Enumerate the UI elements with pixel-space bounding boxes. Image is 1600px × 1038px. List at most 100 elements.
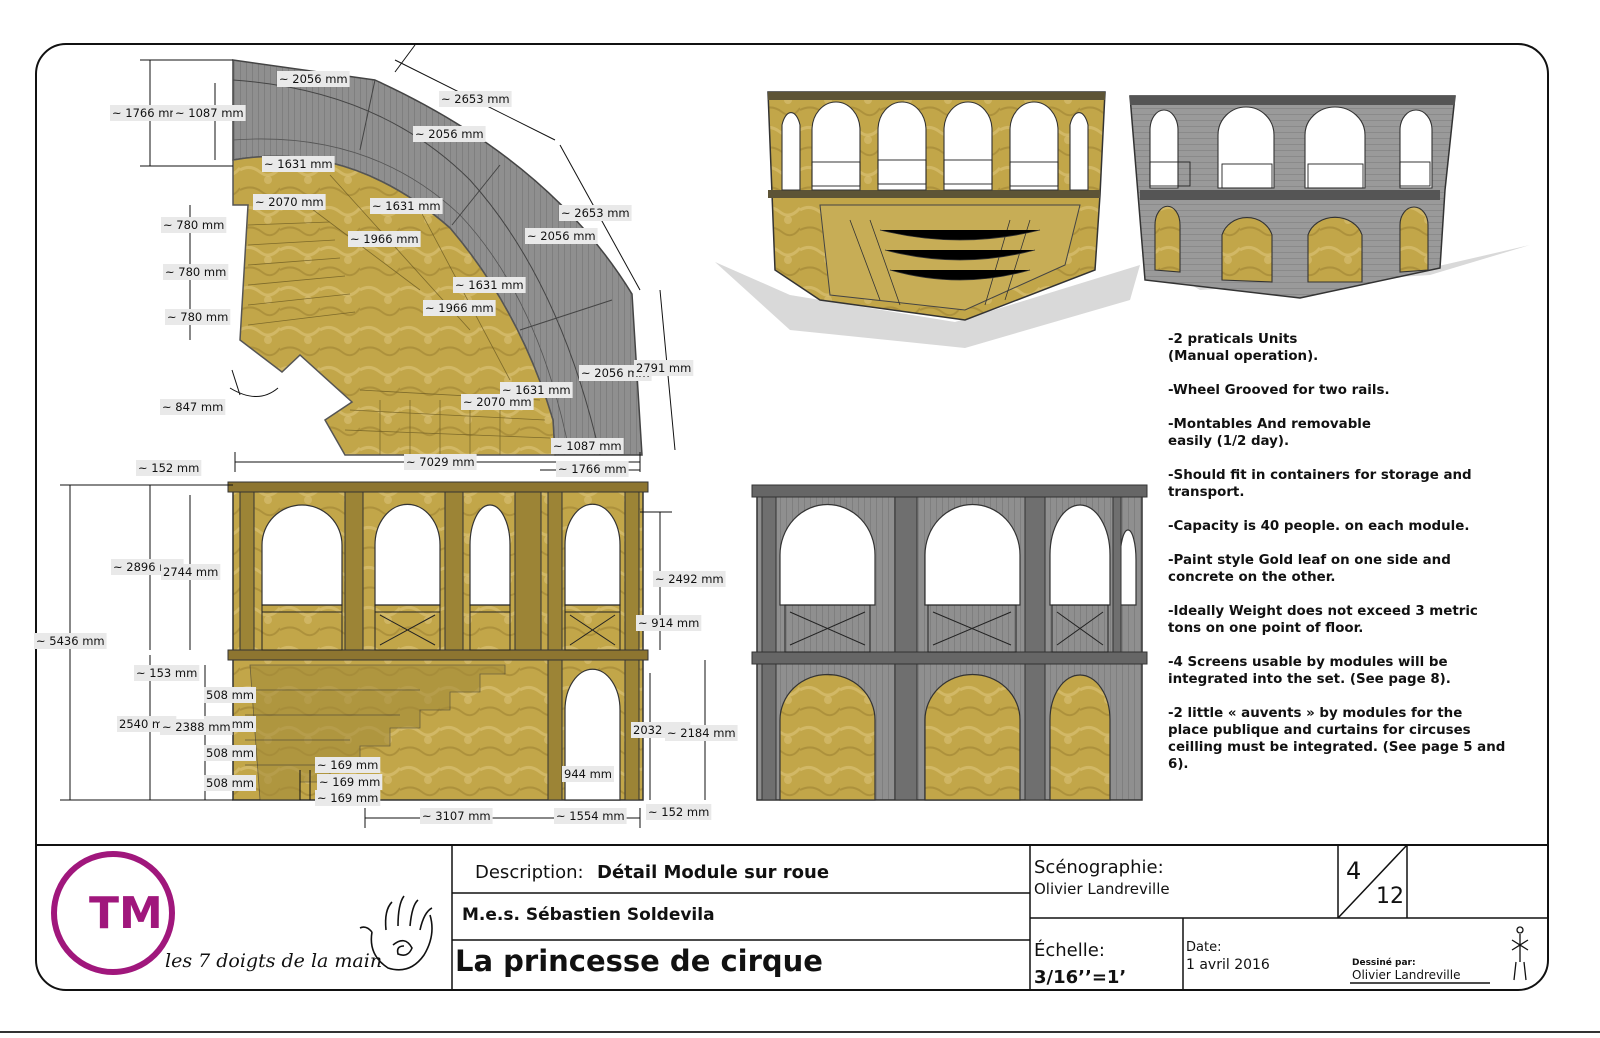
- dimension-label-bg: [559, 205, 632, 221]
- dimension-label-bg: [317, 774, 383, 790]
- dimension-label: ~ 914 mm: [638, 616, 699, 630]
- dimension-label-bg: [370, 198, 443, 214]
- dimension-label-bg: [204, 687, 257, 703]
- dimension-label: ~ 1966 mm: [425, 301, 494, 315]
- dimension-label-bg: [461, 394, 534, 410]
- dimension-label: ~ 1631 mm: [502, 383, 571, 397]
- company-caption: les 7 doigts de la main: [165, 950, 383, 972]
- dimension-label: 508 mm: [206, 776, 254, 790]
- dimension-label: ~ 2653 mm: [441, 92, 510, 106]
- dimension-label: 508 mm: [206, 746, 254, 760]
- dimension-label: ~ 169 mm: [317, 791, 378, 805]
- dimension-label: ~ 153 mm: [136, 666, 197, 680]
- dimension-label: ~ 2056 mm: [581, 366, 650, 380]
- front-elevation-concrete: [751, 484, 1148, 801]
- scale-value: 3/16’’=1’: [1034, 967, 1127, 988]
- dimension-label: ~ 780 mm: [163, 218, 224, 232]
- tm-logo-circle: [51, 851, 175, 975]
- dimension-label-bg: [253, 194, 326, 210]
- dimension-label: ~ 5436 mm: [36, 634, 105, 648]
- page-total: 12: [1376, 884, 1404, 909]
- dimension-label-bg: [204, 745, 257, 761]
- dimension-label: ~ 780 mm: [165, 265, 226, 279]
- dimension-label: ~ 847 mm: [162, 400, 223, 414]
- dimension-label-bg: [173, 105, 246, 121]
- dimension-label: 2744 mm: [163, 565, 218, 579]
- dimension-label-bg: [453, 277, 526, 293]
- director-credit: M.e.s. Sébastien Soldevila: [462, 905, 715, 925]
- dimension-label-bg: [160, 719, 233, 735]
- dimension-label-bg: [134, 665, 200, 681]
- page-number: 4: [1346, 857, 1362, 885]
- note-item: -Ideally Weight does not exceed 3 metric…: [1168, 604, 1478, 636]
- dimension-label-bg: [161, 217, 227, 233]
- dimension-label: 508 mm: [206, 688, 254, 702]
- dimension-label: 944 mm: [564, 767, 612, 781]
- dimension-label: ~ 1087 mm: [175, 106, 244, 120]
- date-value: 1 avril 2016: [1186, 957, 1270, 973]
- dimension-label: ~ 1631 mm: [372, 199, 441, 213]
- dimension-label-bg: [423, 300, 496, 316]
- drawn-by-value: Olivier Landreville: [1352, 968, 1461, 982]
- dimension-label-bg: [439, 91, 512, 107]
- dimension-label: ~ 1766 mm: [112, 106, 181, 120]
- dimension-label-bg: [420, 808, 493, 824]
- description-label: Description:: [475, 862, 584, 883]
- dimension-label-bg: [277, 71, 350, 87]
- dimension-label: ~ 2184 mm: [667, 726, 736, 740]
- dimension-label-bg: [315, 757, 381, 773]
- dimension-label-bg: [262, 156, 335, 172]
- dimension-label: ~ 1554 mm: [556, 809, 625, 823]
- description-value: Détail Module sur roue: [597, 862, 830, 883]
- dimension-label: ~ 1766 mm: [558, 462, 627, 476]
- dimension-label-bg: [110, 105, 183, 121]
- title-block-grid: [451, 844, 1548, 990]
- show-title: La princesse de cirque: [455, 944, 823, 978]
- note-item: -Wheel Grooved for two rails.: [1168, 383, 1390, 398]
- dimension-label: ~ 2056 mm: [527, 229, 596, 243]
- dimension-label-bg: [634, 360, 694, 376]
- scale-label: Échelle:: [1034, 940, 1105, 961]
- dimension-label: ~ 2492 mm: [655, 572, 724, 586]
- dimension-label: ~ 1087 mm: [553, 439, 622, 453]
- date-label: Date:: [1186, 940, 1222, 955]
- dimension-label-bg: [160, 399, 226, 415]
- dimension-label-bg: [562, 766, 615, 782]
- dimension-label: ~ 1631 mm: [455, 278, 524, 292]
- dimension-label-bg: [554, 808, 627, 824]
- note-item: -Capacity is 40 people. on each module.: [1168, 519, 1470, 534]
- dimension-label-bg: [636, 615, 702, 631]
- note-item: -Should fit in containers for storage an…: [1168, 468, 1472, 500]
- dimension-label: ~ 2056 mm: [279, 72, 348, 86]
- dimension-label-bg: [163, 264, 229, 280]
- scenography-label: Scénographie:: [1034, 857, 1164, 878]
- perspective-view-concrete: [1129, 95, 1530, 299]
- dimension-label-bg: [404, 454, 477, 470]
- dimension-label-bg: [165, 309, 231, 325]
- sheet-border: [35, 43, 1549, 991]
- perspective-view-gold: [715, 91, 1140, 348]
- plan-dimension-labels: ~ 1766 mm~ 1087 mm~ 2056 mm~ 2653 mm~ 20…: [110, 71, 694, 477]
- dimension-label-bg: [161, 564, 221, 580]
- scenography-value: Olivier Landreville: [1034, 880, 1170, 898]
- dimension-label: ~ 2056 mm: [415, 127, 484, 141]
- note-item: -4 Screens usable by modules will be int…: [1168, 655, 1451, 687]
- dimension-label-bg: [413, 126, 486, 142]
- dimension-label: ~ 7029 mm: [406, 455, 475, 469]
- dimension-label-bg: [551, 438, 624, 454]
- dimension-label-bg: [525, 228, 598, 244]
- dimension-label-bg: [315, 790, 381, 806]
- dimension-label: ~ 1631 mm: [264, 157, 333, 171]
- dimension-label: ~ 780 mm: [167, 310, 228, 324]
- note-item: -2 little « auvents » by modules for the…: [1168, 706, 1506, 772]
- dimension-label-bg: [579, 365, 652, 381]
- front-elevation-gold: [227, 481, 649, 801]
- dimension-label: ~ 169 mm: [317, 758, 378, 772]
- note-item: -Paint style Gold leaf on one side and c…: [1168, 553, 1451, 585]
- dimension-label: 2791 mm: [636, 361, 691, 375]
- page-bottom-rule: [0, 1031, 1600, 1033]
- dimension-label: ~ 2653 mm: [561, 206, 630, 220]
- dimension-label-bg: [204, 775, 257, 791]
